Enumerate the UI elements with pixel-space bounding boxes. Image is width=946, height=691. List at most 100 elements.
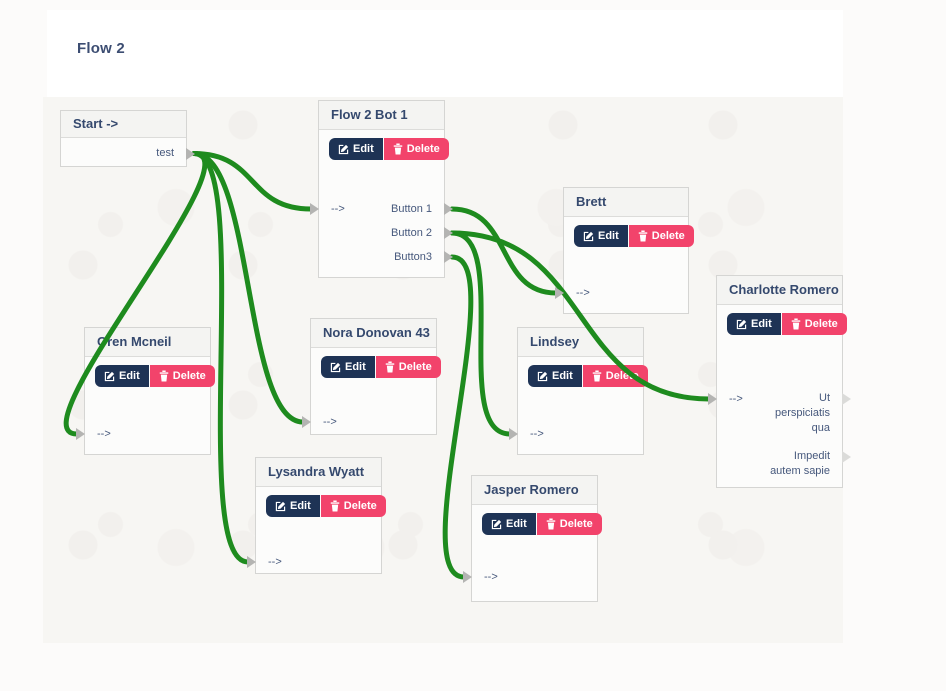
output-port[interactable] — [842, 451, 851, 463]
pencil-icon — [330, 362, 341, 372]
delete-button[interactable]: Delete — [582, 365, 648, 387]
output-port[interactable] — [186, 147, 195, 160]
connection-edge-bot1-lindsey[interactable] — [449, 230, 513, 437]
node-title-bar: Nora Donovan 43 — [311, 319, 436, 348]
node-actions: Edit Delete — [311, 348, 441, 378]
flow-title: Flow 2 — [77, 40, 125, 57]
input-row: --> — [310, 197, 345, 221]
edit-label: Edit — [552, 370, 573, 382]
pencil-icon — [583, 231, 594, 241]
edit-label: Edit — [119, 370, 140, 382]
node-brett[interactable]: Brett Edit Delete --> — [555, 187, 694, 314]
node-actions: Edit Delete — [256, 487, 386, 517]
edit-button[interactable]: Edit — [321, 356, 375, 378]
output-row: Button 1 — [391, 197, 453, 221]
output-label: Button 2 — [391, 227, 432, 239]
delete-button[interactable]: Delete — [536, 513, 602, 535]
output-row: Button 2 — [391, 221, 453, 245]
delete-button[interactable]: Delete — [149, 365, 215, 387]
delete-label: Delete — [559, 518, 593, 530]
connection-edge-bot1-jasper[interactable] — [442, 254, 474, 580]
edit-button[interactable]: Edit — [482, 513, 536, 535]
input-row: --> — [247, 554, 282, 570]
input-label: --> — [729, 393, 743, 405]
trash-icon — [159, 370, 169, 382]
ports-row: --> — [509, 426, 643, 454]
node-title: Flow 2 Bot 1 — [331, 107, 408, 122]
connection-edge-start-nora[interactable] — [191, 151, 306, 425]
pencil-icon — [338, 144, 349, 154]
input-label: --> — [97, 428, 111, 440]
edit-button[interactable]: Edit — [266, 495, 320, 517]
node-title: Jasper Romero — [484, 482, 579, 497]
edit-label: Edit — [345, 361, 366, 373]
connection-edge-start-bot1[interactable] — [191, 151, 314, 212]
input-label: --> — [268, 556, 282, 568]
input-port[interactable] — [310, 203, 319, 215]
node-jasper[interactable]: Jasper Romero Edit Delete --> — [463, 475, 602, 602]
edit-button[interactable]: Edit — [95, 365, 149, 387]
delete-button[interactable]: Delete — [375, 356, 441, 378]
node-title: Lysandra Wyatt — [268, 464, 365, 479]
edit-label: Edit — [598, 230, 619, 242]
input-port[interactable] — [463, 571, 472, 583]
input-label: --> — [576, 287, 590, 299]
delete-button[interactable]: Delete — [383, 138, 449, 160]
outputs-column: test — [156, 138, 195, 169]
input-port[interactable] — [555, 287, 564, 299]
output-row: Ut perspiciatis qua — [764, 391, 851, 436]
connection-edge-start-lysandra[interactable] — [191, 151, 251, 565]
delete-label: Delete — [804, 318, 838, 330]
node-title: Nora Donovan 43 — [323, 325, 430, 340]
input-port[interactable] — [247, 556, 256, 568]
output-label: Ut perspiciatis qua — [774, 392, 830, 434]
trash-icon — [385, 361, 395, 373]
input-port[interactable] — [76, 428, 85, 440]
connection-edge-bot1-charlotte[interactable] — [449, 230, 712, 402]
output-port[interactable] — [842, 393, 851, 405]
connection-edge-start-oren[interactable] — [63, 151, 208, 437]
input-label: --> — [484, 571, 498, 583]
output-port[interactable] — [444, 203, 453, 215]
node-title-bar: Jasper Romero — [472, 476, 597, 505]
input-label: --> — [331, 203, 345, 215]
ports-row: --> — [76, 426, 210, 454]
ports-row: --> — [463, 569, 597, 601]
edit-button[interactable]: Edit — [528, 365, 582, 387]
output-label: test — [156, 147, 174, 159]
delete-button[interactable]: Delete — [320, 495, 386, 517]
input-port[interactable] — [509, 428, 518, 440]
node-bot1[interactable]: Flow 2 Bot 1 Edit Delete --> Butt — [310, 100, 453, 278]
pencil-icon — [104, 371, 115, 381]
input-port[interactable] — [302, 416, 311, 428]
input-row: --> — [302, 414, 337, 430]
edit-button[interactable]: Edit — [727, 313, 781, 335]
node-title-bar: Flow 2 Bot 1 — [319, 101, 444, 130]
trash-icon — [791, 318, 801, 330]
input-row: --> — [76, 426, 111, 442]
delete-label: Delete — [406, 143, 440, 155]
output-label: Button 1 — [391, 203, 432, 215]
ports-row: --> — [302, 414, 436, 434]
delete-label: Delete — [343, 500, 377, 512]
node-oren[interactable]: Oren Mcneil Edit Delete --> — [76, 327, 215, 455]
connection-edge-bot1-brett[interactable] — [449, 206, 559, 296]
output-port[interactable] — [444, 251, 453, 263]
node-title: Lindsey — [530, 334, 580, 349]
edit-button[interactable]: Edit — [574, 225, 628, 247]
output-port[interactable] — [444, 227, 453, 239]
delete-button[interactable]: Delete — [628, 225, 694, 247]
node-lindsey[interactable]: Lindsey Edit Delete --> — [509, 327, 648, 455]
edit-label: Edit — [751, 318, 772, 330]
node-charlotte[interactable]: Charlotte Romero Edit Delete --> — [708, 275, 851, 488]
node-lysandra[interactable]: Lysandra Wyatt Edit Delete --> — [247, 457, 386, 574]
trash-icon — [330, 500, 340, 512]
delete-label: Delete — [398, 361, 432, 373]
edit-button[interactable]: Edit — [329, 138, 383, 160]
delete-button[interactable]: Delete — [781, 313, 847, 335]
output-row: test — [156, 138, 195, 169]
node-start[interactable]: Start -> test — [60, 110, 195, 169]
ports-row: --> — [247, 554, 381, 573]
input-port[interactable] — [708, 393, 717, 405]
node-nora[interactable]: Nora Donovan 43 Edit Delete --> — [302, 318, 441, 435]
